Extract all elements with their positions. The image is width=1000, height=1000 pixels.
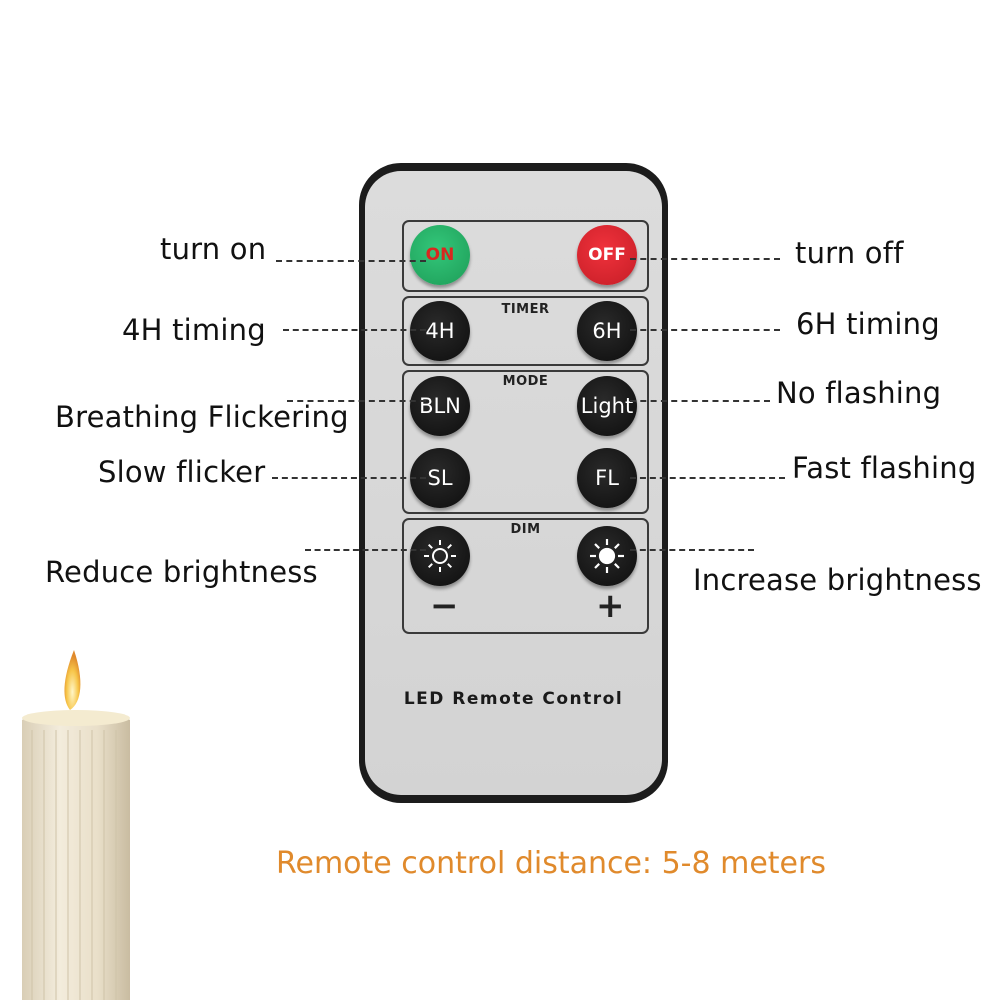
label-fast-flashing: Fast flashing [792,451,977,485]
label-increase-brightness: Increase brightness [693,563,982,597]
timer-4h-button[interactable]: 4H [410,301,470,361]
label-4h-timing: 4H timing [122,313,266,347]
label-no-flashing: No flashing [776,376,942,410]
remote-control: ON OFF TIMER 4H 6H MODE BLN Light SL FL … [359,163,668,803]
mode-group: MODE BLN Light SL FL [402,370,649,514]
sun-bright-icon [590,539,624,573]
leader-slow [272,477,426,479]
power-group: ON OFF [402,220,649,292]
leader-breathing [287,400,426,402]
leader-no-flashing [630,400,770,402]
leader-reduce [305,549,426,551]
leader-4h [283,329,426,331]
light-button[interactable]: Light [577,376,637,436]
leader-increase [630,549,754,551]
dim-title: DIM [510,522,541,537]
leader-turn-on [276,260,426,262]
candle-image [22,650,130,1000]
fl-button[interactable]: FL [577,448,637,508]
remote-distance-caption: Remote control distance: 5-8 meters [276,846,826,881]
off-button[interactable]: OFF [577,225,637,285]
sun-dim-icon [424,540,456,572]
brand-label: LED Remote Control [403,689,624,709]
label-breathing-flickering: Breathing Flickering [55,400,349,434]
dim-down-button[interactable] [410,526,470,586]
leader-turn-off [630,258,780,260]
plus-sign: + [596,586,625,626]
on-button[interactable]: ON [410,225,470,285]
leader-6h [630,329,780,331]
label-slow-flicker: Slow flicker [98,455,266,489]
label-reduce-brightness: Reduce brightness [45,555,318,589]
timer-group: TIMER 4H 6H [402,296,649,366]
timer-title: TIMER [501,302,550,317]
bln-button[interactable]: BLN [410,376,470,436]
leader-fast [630,477,785,479]
label-6h-timing: 6H timing [796,307,940,341]
remote-face: ON OFF TIMER 4H 6H MODE BLN Light SL FL … [365,171,662,795]
timer-6h-button[interactable]: 6H [577,301,637,361]
minus-sign: − [430,586,459,626]
label-turn-off: turn off [795,236,904,270]
dim-group: DIM [402,518,649,634]
mode-title: MODE [502,374,549,389]
label-turn-on: turn on [160,232,267,266]
dim-up-button[interactable] [577,526,637,586]
